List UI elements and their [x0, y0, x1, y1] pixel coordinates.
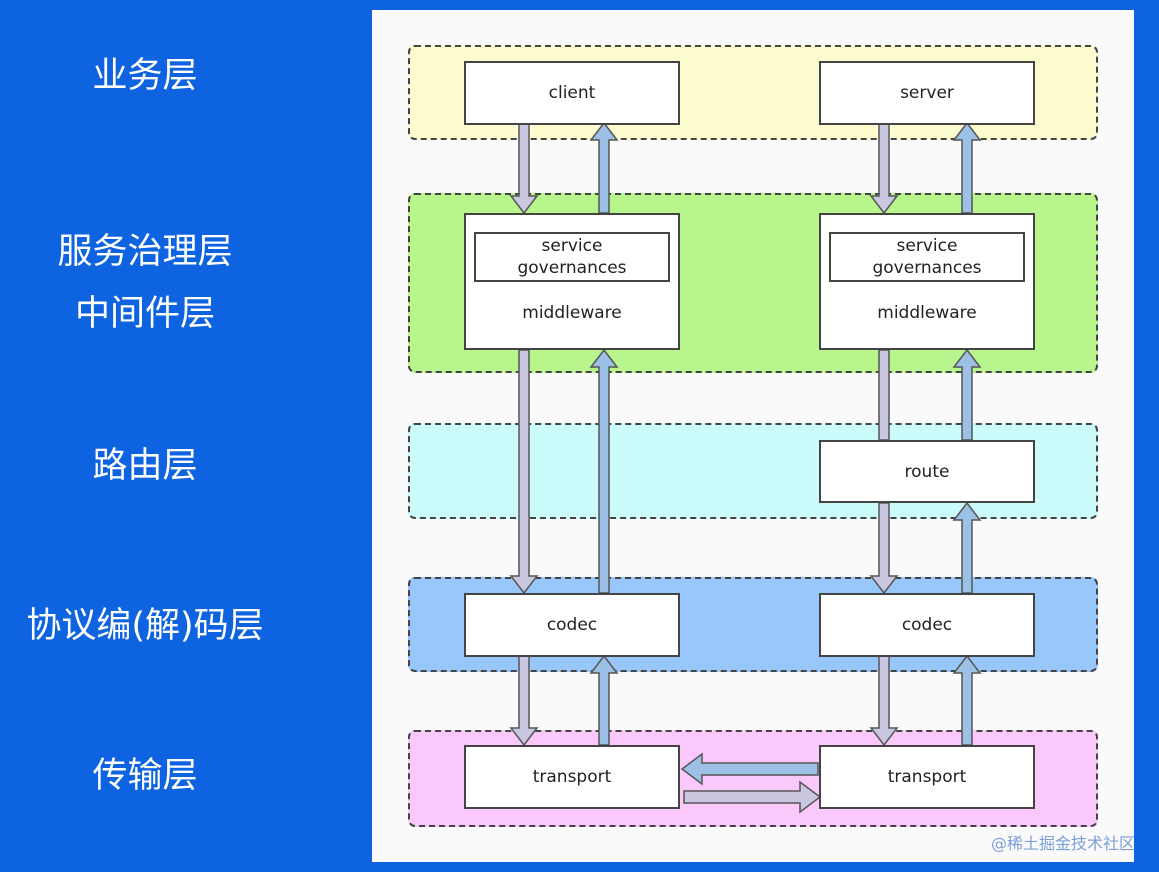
watermark-credit: @稀土掘金技术社区	[990, 834, 1135, 853]
node-transport-left-label: transport	[532, 767, 612, 787]
layer-label-route: 路由层	[92, 446, 198, 486]
node-codec-right: codec	[819, 593, 1035, 657]
layer-label-business: 业务层	[92, 56, 198, 96]
service-governances-left-label: service governances	[517, 236, 627, 278]
node-middleware-right: service governances middleware	[819, 213, 1035, 350]
node-codec-left: codec	[464, 593, 680, 657]
node-transport-left: transport	[464, 745, 680, 809]
node-service-governances-right: service governances	[829, 232, 1025, 282]
layer-label-service-governance: 服务治理层	[57, 232, 233, 272]
service-governances-right-label: service governances	[872, 236, 982, 278]
node-route: route	[819, 440, 1035, 503]
node-codec-right-label: codec	[901, 615, 953, 635]
node-codec-left-label: codec	[546, 615, 598, 635]
node-middleware-left-label: middleware	[522, 303, 622, 323]
layer-label-transport: 传输层	[92, 756, 198, 796]
node-service-governances-left: service governances	[474, 232, 670, 282]
layer-label-middleware: 中间件层	[74, 294, 215, 334]
node-middleware-left: service governances middleware	[464, 213, 680, 350]
node-route-label: route	[904, 461, 950, 482]
layer-label-codec: 协议编(解)码层	[26, 606, 264, 646]
node-transport-right: transport	[819, 745, 1035, 809]
architecture-diagram: client service governances middleware co…	[372, 10, 1134, 862]
node-client-label: client	[548, 83, 596, 103]
node-client: client	[464, 61, 680, 125]
node-server-label: server	[900, 83, 954, 103]
node-middleware-right-label: middleware	[877, 303, 977, 323]
node-server: server	[819, 61, 1035, 125]
node-transport-right-label: transport	[887, 767, 967, 787]
